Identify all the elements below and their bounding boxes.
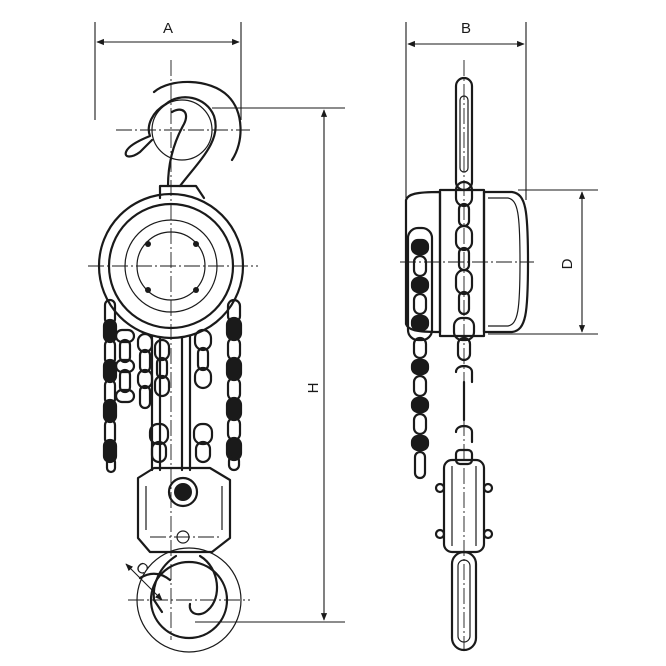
dimension-c-label: C xyxy=(132,559,151,579)
dimension-b-label: B xyxy=(461,20,471,37)
top-hook xyxy=(116,80,345,188)
bottom-hook: C xyxy=(125,547,345,653)
side-bottom-hook xyxy=(450,550,478,652)
front-chains xyxy=(102,298,243,474)
dimension-d: D xyxy=(559,191,586,333)
side-hand-chain xyxy=(406,226,434,480)
dimension-d-label: D xyxy=(559,258,576,269)
dimension-h: H xyxy=(305,109,328,621)
side-view: B xyxy=(400,20,598,652)
front-view: A xyxy=(88,20,345,653)
dimension-b: B xyxy=(405,20,527,200)
dimension-a-label: A xyxy=(163,20,173,37)
dimension-h-label: H xyxy=(305,383,322,394)
bottom-block xyxy=(136,466,232,554)
dimension-a: A xyxy=(94,20,242,120)
side-housing xyxy=(400,188,598,338)
